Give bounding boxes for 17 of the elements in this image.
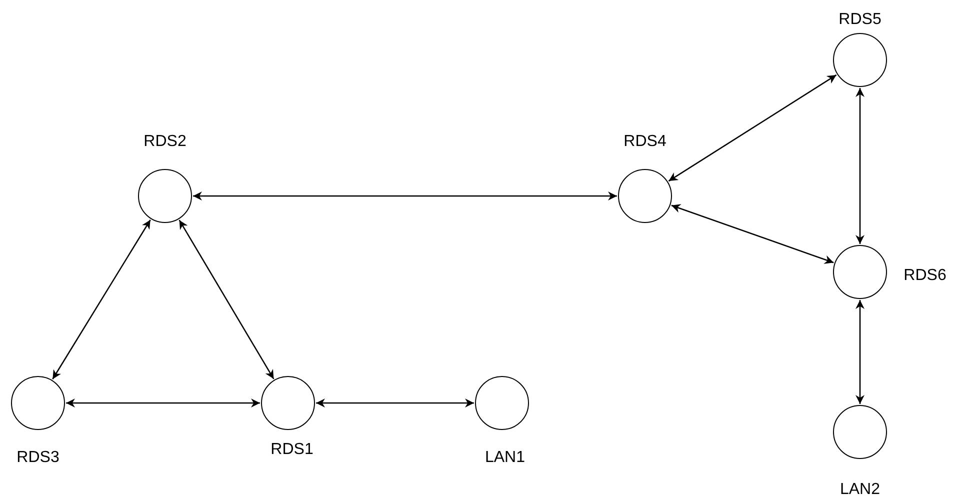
node-label: RDS1 [270, 441, 314, 459]
node-label: RDS3 [16, 449, 60, 467]
double-arrow [671, 204, 834, 264]
node-label: LAN2 [840, 481, 880, 499]
double-arrow [856, 88, 864, 244]
double-arrow [316, 398, 474, 408]
node-label: RDS4 [624, 133, 666, 151]
node-label: RDS5 [838, 11, 882, 29]
double-arrow [856, 300, 864, 404]
double-arrow [193, 192, 617, 200]
node-label: LAN1 [484, 449, 526, 467]
double-arrow [178, 220, 274, 380]
double-arrow [66, 398, 260, 408]
node-label: RDS6 [904, 267, 946, 285]
node-label: RDS2 [144, 133, 186, 151]
double-arrow [52, 220, 151, 380]
double-arrow [668, 74, 837, 182]
